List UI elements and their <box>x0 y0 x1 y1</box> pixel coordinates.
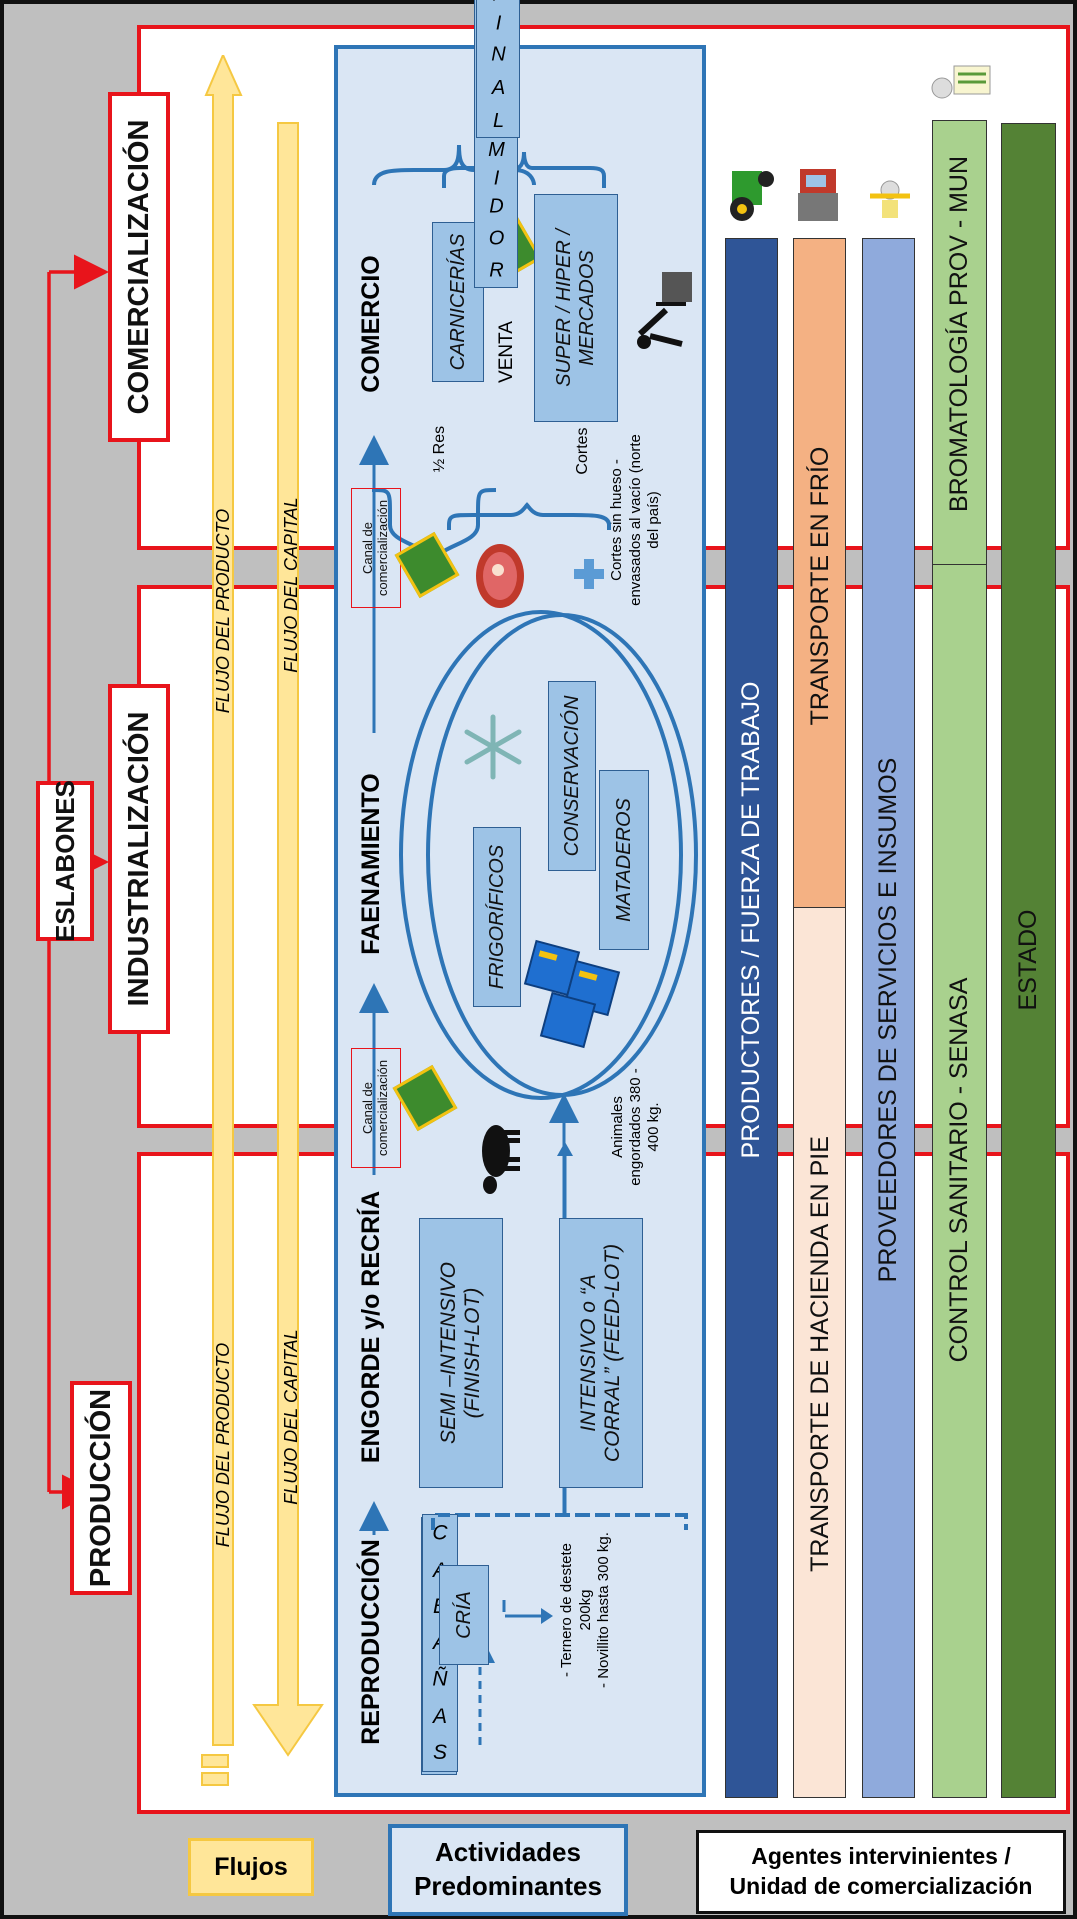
final-letter: A <box>491 77 505 100</box>
proveedores-bar <box>862 238 915 1798</box>
transporte-frio-label: TRANSPORTE EN FRÍO <box>805 446 834 726</box>
cria-output-1: - Ternero de destete 200kg <box>557 1543 594 1677</box>
legend-flujos: Flujos <box>188 1838 314 1896</box>
snowflake-icon <box>464 714 522 780</box>
bromatologia-label: BROMATOLOGÍA PROV - MUN <box>944 155 973 513</box>
consumer-brace <box>442 151 606 188</box>
cria-output-2: - Novillito hasta 300 kg. <box>595 1532 613 1688</box>
semi-intensivo-label: SEMI –INTENSIVO (FINISH-LOT) <box>436 1261 484 1445</box>
productores-label: PRODUCTORES / FUERZA DE TRABAJO <box>736 681 765 1159</box>
transporte-pie-bar <box>793 906 846 1798</box>
cold-storage-icon <box>523 939 621 1049</box>
legend-flujos-label: Flujos <box>214 1852 288 1881</box>
super-label: SUPER / HIPER / MERCADOS <box>553 229 598 387</box>
canal-2-line-2: comercialización <box>375 499 390 597</box>
canal-2-line-1: Canal de <box>360 521 376 575</box>
flow-arrows <box>201 55 324 1786</box>
truck-icon <box>798 169 838 221</box>
eslabones-title: ESLABONES <box>36 780 94 942</box>
canal-comercializacion-2: Canal de comercialización <box>351 488 401 608</box>
plus-icon <box>574 559 604 589</box>
canal-1-line-2: comercialización <box>375 1059 390 1157</box>
cria-box: CRÍA <box>439 1565 489 1665</box>
intensivo-box: INTENSIVO o “A CORRAL” (FEED-LOT) <box>559 1218 643 1488</box>
eslabon-comercializacion: COMERCIALIZACIÓN <box>108 92 170 442</box>
final-letter: N <box>490 43 506 66</box>
super-box: SUPER / HIPER / MERCADOS <box>534 194 618 422</box>
control-label: CONTROL SANITARIO - SENASA <box>944 977 973 1363</box>
frigorificos-box: FRIGORÍFICOS <box>473 827 521 1007</box>
semi-intensivo-box: SEMI –INTENSIVO (FINISH-LOT) <box>419 1218 503 1488</box>
flujo-capital-label-1: FLUJO DEL CAPITAL <box>280 1329 301 1505</box>
estado-bar <box>1001 123 1056 1798</box>
eslabon-industrializacion: INDUSTRIALIZACIÓN <box>108 684 170 1034</box>
cabanas-letter: A <box>432 1704 448 1728</box>
flujo-producto-label-2: FLUJO DEL PRODUCTO <box>212 508 233 714</box>
eslabon-produccion: PRODUCCIÓN <box>70 1381 132 1595</box>
cortes-label: Cortes <box>574 427 591 475</box>
flujo-producto-label-1: FLUJO DEL PRODUCTO <box>212 1342 233 1548</box>
transporte-frio-bar <box>793 238 846 908</box>
faena-ellipse <box>426 613 698 1097</box>
intensivo-label: INTENSIVO o “A CORRAL” (FEED-LOT) <box>576 1243 624 1463</box>
engorde-bracket <box>431 1513 688 1530</box>
final-letter: I <box>495 12 501 35</box>
meat-icon <box>476 544 524 608</box>
cow-icon <box>482 1125 520 1194</box>
transporte-pie-label: TRANSPORTE DE HACIENDA EN PIE <box>805 1136 834 1572</box>
final-letter: F <box>492 0 504 7</box>
final-letter: L <box>492 109 504 132</box>
estado-label: ESTADO <box>1013 909 1042 1011</box>
consumidor-letter: M <box>487 139 505 162</box>
consumidor-letter: I <box>493 167 499 190</box>
productores-bar <box>725 238 778 1798</box>
legend-agentes-line-1: Agentes intervinientes / <box>751 1843 1011 1870</box>
consumidor-letter: D <box>488 195 504 218</box>
cabanas-letter: Ñ <box>432 1667 448 1691</box>
bromatologia-bar <box>932 120 987 565</box>
conservacion-box: CONSERVACIÓN <box>548 681 596 871</box>
canal-1-line-1: Canal de <box>360 1081 376 1135</box>
proveedores-label: PROVEEDORES DE SERVICIOS E INSUMOS <box>873 757 902 1283</box>
cria-output-arrow <box>505 1608 553 1624</box>
canal-comercializacion-1: Canal de comercialización <box>351 1048 401 1168</box>
shopping-cart-icon <box>637 272 692 349</box>
mataderos-box: MATADEROS <box>599 770 649 950</box>
cabanas-letter: S <box>432 1740 448 1764</box>
inspector-icon <box>931 65 991 99</box>
final-box: L A N I F <box>476 0 520 138</box>
distribution-brace <box>447 502 611 530</box>
tractor-icon <box>730 171 774 221</box>
legend-agentes: Agentes intervinientes / Unidad de comer… <box>696 1830 1066 1914</box>
legend-actividades: Actividades Predominantes <box>388 1824 628 1916</box>
cria-output: - Ternero de destete 200kg - Novillito h… <box>541 1530 631 1690</box>
consumidor-letter: R <box>488 259 504 282</box>
media-res-label: ½ Res <box>431 425 448 473</box>
consumidor-letter: O <box>488 227 504 250</box>
legend-actividades-line-2: Predominantes <box>414 1871 602 1901</box>
worker-icon <box>870 180 910 218</box>
control-bar <box>932 563 987 1798</box>
legend-agentes-line-2: Unidad de comercialización <box>729 1873 1033 1899</box>
flujo-capital-arrow <box>252 122 324 1757</box>
cabanas-box-vertical <box>421 1738 679 1774</box>
venta-label: VENTA <box>496 321 517 383</box>
flujo-capital-label-2: FLUJO DEL CAPITAL <box>280 497 301 673</box>
legend-actividades-line-1: Actividades <box>435 1837 581 1868</box>
flujo-producto-arrow <box>204 55 243 1746</box>
